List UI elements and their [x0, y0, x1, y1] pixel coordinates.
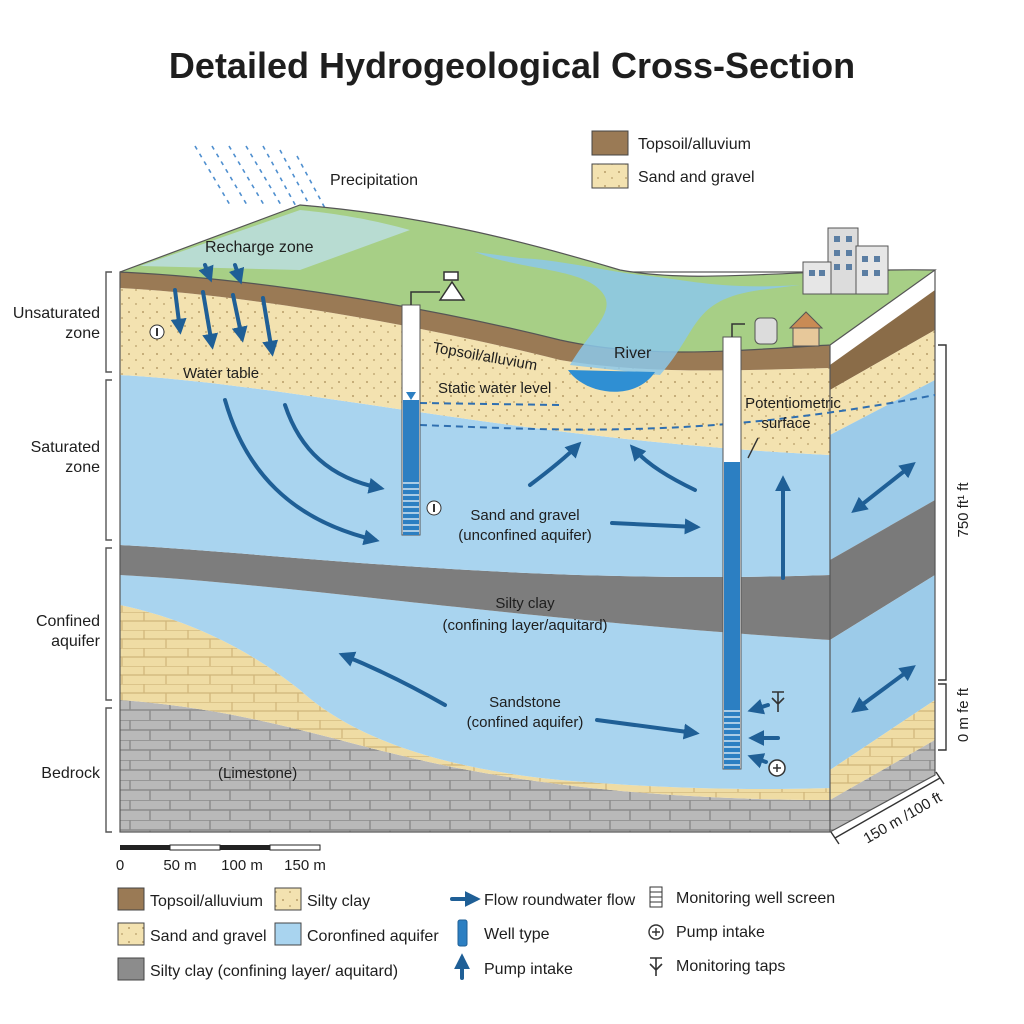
well-icon [457, 919, 468, 947]
top-legend-sand-label: Sand and gravel [638, 169, 755, 186]
precipitation-icon [194, 145, 327, 211]
legend-swatch-sand [591, 163, 629, 189]
silty-clay-layer [120, 545, 830, 640]
zone-brackets [105, 271, 112, 833]
house-icon [788, 311, 824, 347]
limestone-label: (Limestone) [218, 765, 297, 782]
zone-saturated-line1: Saturated [31, 439, 100, 456]
legend-swatch-silty-clay [274, 887, 302, 911]
well-screen-icon [649, 886, 663, 908]
sandstone-sand-layer [120, 605, 830, 800]
pump-intake-icon [747, 753, 786, 777]
legend-confined-aquifer-label: Coronfined aquifer [307, 928, 439, 945]
zone-saturated-line2: zone [65, 459, 100, 476]
legend-sand-label: Sand and gravel [150, 928, 267, 945]
river-label: River [614, 345, 652, 362]
top-legend: Topsoil/alluvium Sand and gravel [591, 130, 755, 189]
vertical-scale-upper-label: 750 ft¹ ft [955, 482, 972, 538]
pump-house-icon [438, 271, 466, 301]
scale-bar [120, 844, 321, 851]
legend-swatch-confined-aquifer [274, 922, 302, 946]
topsoil-layer [120, 272, 830, 371]
legend-swatch-clay-bottom [117, 957, 145, 981]
zone-unsaturated-line1: Unsaturated [13, 305, 100, 322]
vertical-scale [938, 344, 947, 751]
river-channel [475, 252, 800, 375]
recharge-zone-label: Recharge zone [205, 239, 314, 256]
info-icon-left-well [426, 500, 442, 516]
legend-well-type-label: Well type [484, 926, 550, 943]
precipitation-label: Precipitation [330, 172, 418, 189]
limestone-layer [120, 700, 830, 832]
city-buildings-icon [802, 227, 889, 295]
potentiometric-pointer [747, 437, 759, 459]
scale-tick-50m: 50 m [163, 857, 196, 874]
pumping-well-right [722, 323, 745, 770]
legend-silty-clay-label: Silty clay [307, 893, 370, 910]
legend-well-screen-label: Monitoring well screen [676, 890, 835, 907]
sand-gravel-layer [120, 288, 830, 455]
vertical-scale-lower-label: 0 m fe ft [955, 687, 972, 742]
top-legend-topsoil-label: Topsoil/alluvium [638, 136, 751, 153]
legend-pump-intake-label-1: Pump intake [484, 961, 573, 978]
silty-clay-label-line2: (confining layer/aquitard) [442, 617, 607, 634]
silty-clay-label-line1: Silty clay [495, 595, 555, 612]
monitoring-tap-icon [747, 691, 785, 715]
unconfined-aquifer-label-line1: Sand and gravel [470, 507, 579, 524]
scale-tick-0: 0 [116, 857, 124, 874]
zone-bedrock: Bedrock [41, 765, 101, 782]
recharge-glow [140, 210, 410, 270]
legend-clay-label: Silty clay (confining layer/ aquitard) [150, 963, 398, 980]
legend-flow-label: Flow roundwater flow [484, 892, 636, 909]
confined-aquifer-layer [120, 575, 830, 790]
scale-tick-100m: 100 m [221, 857, 263, 874]
block-side-face [829, 270, 936, 833]
pump-intake-legend-icon [648, 924, 664, 940]
unconfined-aquifer-label-line2: (unconfined aquifer) [458, 527, 591, 544]
monitoring-well-left [401, 291, 440, 536]
well-screen-right [724, 710, 740, 767]
potentiometric-surface-line [419, 394, 936, 431]
legend-swatch-topsoil [591, 130, 629, 156]
monitoring-tap-legend-icon [649, 957, 663, 976]
river-pool [568, 370, 655, 392]
groundwater-flow-arrows [223, 398, 916, 746]
legend-pump-intake-label-2: Pump intake [676, 924, 765, 941]
legend-monitoring-taps-label: Monitoring taps [676, 958, 785, 975]
sandstone-label-line1: Sandstone [489, 694, 561, 711]
page-title: Detailed Hydrogeological Cross-Section [169, 45, 855, 86]
well-screen-left [403, 478, 419, 533]
legend-topsoil-label: Topsoil/alluvium [150, 893, 263, 910]
zone-confined-line1: Confined [36, 613, 100, 630]
legend-swatch-sand-bottom [117, 922, 145, 946]
bottom-legend: Topsoil/alluvium Sand and gravel Silty c… [117, 886, 835, 981]
scale-tick-150m: 150 m [284, 857, 326, 874]
water-table-label: Water table [183, 365, 259, 382]
zone-unsaturated-line2: zone [65, 325, 100, 342]
sandstone-label-line2: (confined aquifer) [467, 714, 584, 731]
water-tank-icon [754, 317, 778, 345]
recharge-arrows [170, 263, 279, 357]
zone-confined-line2: aquifer [51, 633, 101, 650]
legend-swatch-topsoil-bottom [117, 887, 145, 911]
potentiometric-label-line1: Potentiometric [745, 395, 841, 412]
static-water-level-label: Static water level [438, 380, 551, 397]
info-icon-unsaturated [149, 324, 165, 340]
depth-scale [830, 771, 945, 845]
potentiometric-label-line2: surface [761, 415, 810, 432]
